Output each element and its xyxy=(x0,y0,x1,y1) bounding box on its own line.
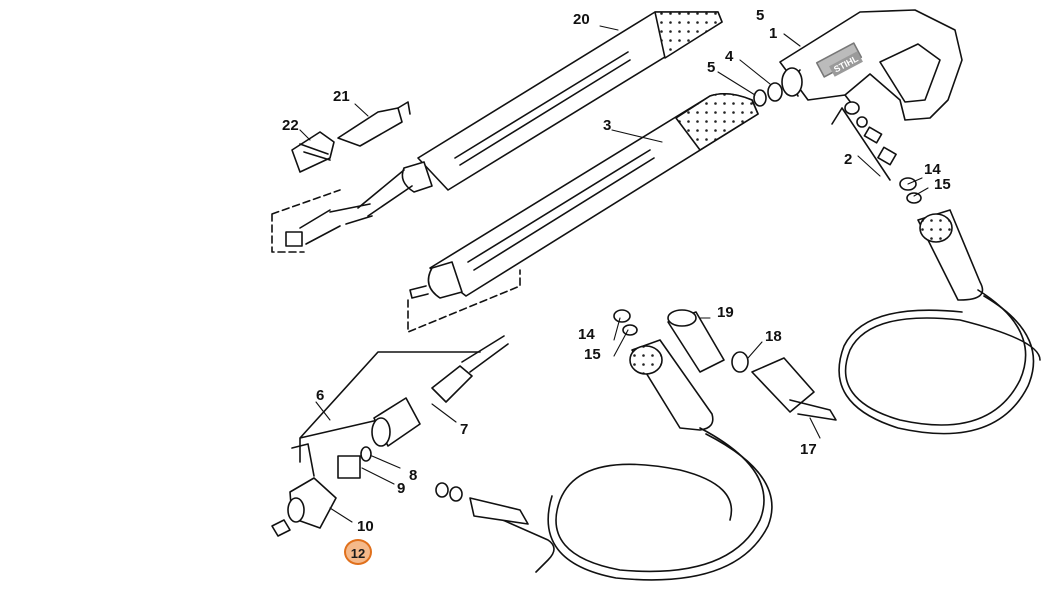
nozzle-9[interactable] xyxy=(337,455,361,479)
callout-7[interactable]: 7 xyxy=(460,421,469,438)
callout-14-center[interactable]: 14 xyxy=(578,326,595,343)
o-ring-hose-b[interactable] xyxy=(449,486,463,502)
callout-8[interactable]: 8 xyxy=(409,467,418,484)
valve-kit-2[interactable] xyxy=(831,101,897,181)
nozzle-22[interactable] xyxy=(291,131,335,173)
callout-1[interactable]: 1 xyxy=(769,25,778,42)
spray-lance-upper[interactable] xyxy=(285,11,723,247)
o-ring-4[interactable] xyxy=(767,82,783,102)
callout-3[interactable]: 3 xyxy=(603,117,612,134)
hose-center[interactable] xyxy=(469,339,773,581)
bracket-6 xyxy=(299,351,481,463)
callout-22[interactable]: 22 xyxy=(282,117,299,134)
clip[interactable] xyxy=(291,443,315,477)
callout-15-right[interactable]: 15 xyxy=(934,176,951,193)
cap-6[interactable] xyxy=(371,397,421,447)
coupler-19[interactable] xyxy=(667,309,725,373)
spray-gun[interactable] xyxy=(779,9,963,121)
connector-7[interactable] xyxy=(431,335,509,403)
o-ring-14-center[interactable] xyxy=(613,309,631,323)
callout-2[interactable]: 2 xyxy=(844,151,853,168)
callout-19[interactable]: 19 xyxy=(717,304,734,321)
tip-12[interactable] xyxy=(271,519,291,537)
connector-17[interactable] xyxy=(751,357,837,421)
bracket-20 xyxy=(271,189,341,253)
callout-17[interactable]: 17 xyxy=(800,441,817,458)
nozzle-21[interactable] xyxy=(337,101,411,147)
callout-15-center[interactable]: 15 xyxy=(584,346,601,363)
leader-lines xyxy=(299,25,929,523)
callout-6[interactable]: 6 xyxy=(316,387,325,404)
callout-9[interactable]: 9 xyxy=(397,480,406,497)
callout-12-highlight[interactable]: 12 xyxy=(344,539,372,565)
o-ring-hose-a[interactable] xyxy=(435,482,449,498)
o-ring-8[interactable] xyxy=(360,446,372,462)
callout-14-right[interactable]: 14 xyxy=(924,161,941,178)
hose-right[interactable] xyxy=(838,209,1041,435)
o-ring-18[interactable] xyxy=(731,351,749,373)
bracket-3 xyxy=(407,269,521,333)
o-ring-15-right[interactable] xyxy=(906,192,922,204)
callout-20[interactable]: 20 xyxy=(573,11,590,28)
callout-4[interactable]: 4 xyxy=(725,48,734,65)
spray-lance-lower[interactable] xyxy=(409,92,759,299)
callout-5[interactable]: 5 xyxy=(707,59,716,76)
callout-21[interactable]: 21 xyxy=(333,88,350,105)
nozzle-cap-10[interactable] xyxy=(287,477,337,529)
callout-5-top[interactable]: 5 xyxy=(756,7,765,24)
o-ring-5[interactable] xyxy=(753,89,767,107)
o-ring-15-center[interactable] xyxy=(622,324,638,336)
callout-10[interactable]: 10 xyxy=(357,518,374,535)
callout-18[interactable]: 18 xyxy=(765,328,782,345)
callout-12: 12 xyxy=(350,546,366,561)
